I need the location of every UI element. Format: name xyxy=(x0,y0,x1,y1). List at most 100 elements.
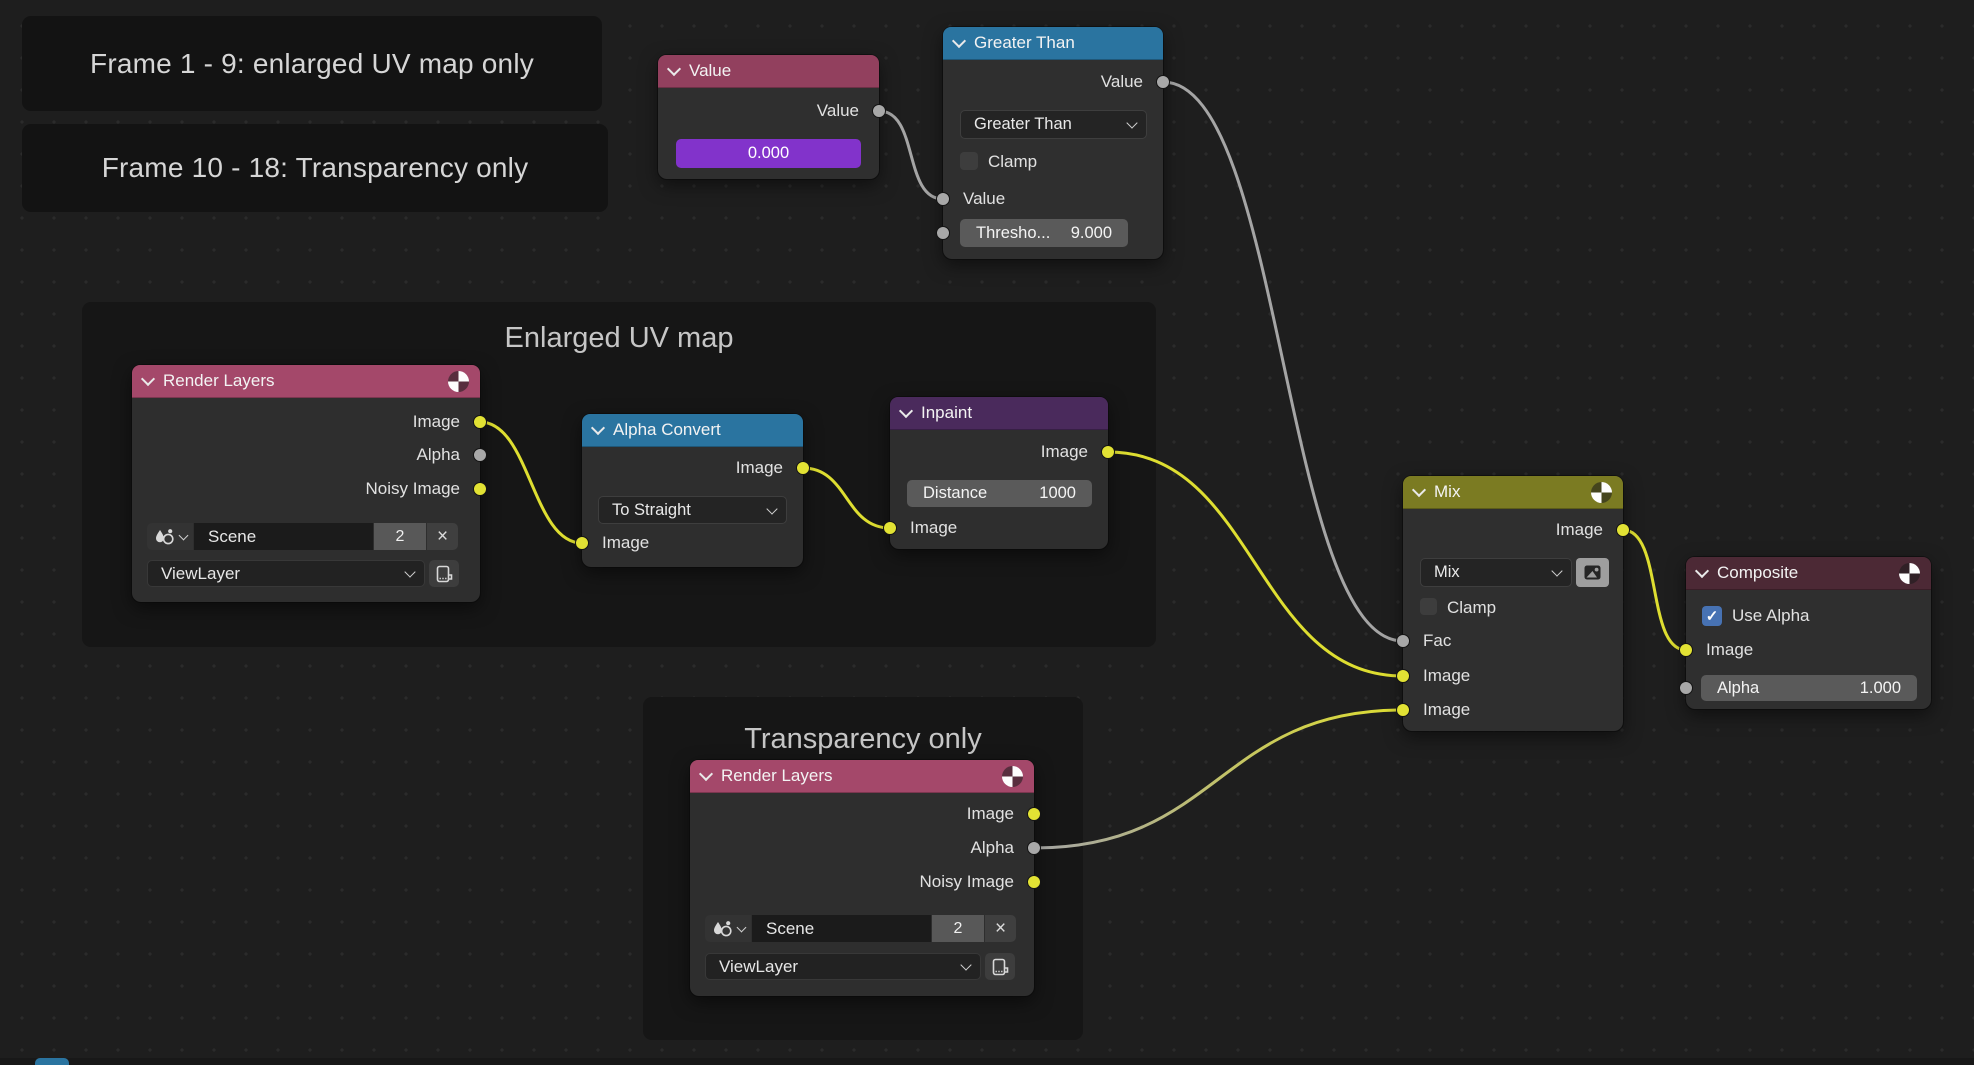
node-title: Greater Than xyxy=(974,33,1075,52)
node-title: Mix xyxy=(1434,482,1461,501)
scene-icon xyxy=(713,920,732,936)
collapse-chevron-icon[interactable] xyxy=(698,766,714,782)
node-title: Value xyxy=(689,61,732,80)
view-layer-dropdown[interactable]: ViewLayer xyxy=(705,953,981,980)
collapse-chevron-icon[interactable] xyxy=(951,33,967,49)
render-active-layer-button[interactable] xyxy=(985,953,1015,980)
scene-users-count[interactable]: 2 xyxy=(932,915,984,942)
material-preview-icon xyxy=(1591,481,1612,503)
node-value[interactable]: Value Value 0.000 xyxy=(657,54,886,180)
scene-browse-button[interactable] xyxy=(147,523,193,550)
node-inpaint[interactable]: Inpaint Image Distance 1000 Image xyxy=(883,396,1115,550)
value-input-socket[interactable] xyxy=(936,192,950,206)
blend-mode-dropdown[interactable]: Mix xyxy=(1420,558,1572,587)
collapse-chevron-icon[interactable] xyxy=(1694,563,1710,579)
mode-dropdown[interactable]: To Straight xyxy=(598,496,787,524)
chevron-down-icon xyxy=(960,959,972,971)
output-label: Noisy Image xyxy=(365,479,460,498)
alpha-output-socket[interactable] xyxy=(1027,841,1041,855)
scene-browse-button[interactable] xyxy=(705,915,751,942)
use-alpha-label: Use Alpha xyxy=(1732,606,1810,625)
image-input-socket[interactable] xyxy=(575,536,589,550)
output-label: Image xyxy=(966,804,1014,823)
image-input-socket[interactable] xyxy=(1679,643,1693,657)
wire-value-to-greaterthan xyxy=(877,109,945,201)
node-render-layers-2[interactable]: Render Layers Image Alpha Noisy Image Sc… xyxy=(689,759,1041,997)
node-mix[interactable]: Mix Image Mix Clamp Fac Image Image xyxy=(1396,475,1630,732)
node-alpha-convert[interactable]: Alpha Convert Image To Straight Image xyxy=(575,413,810,568)
clamp-checkbox[interactable] xyxy=(960,152,978,170)
image-input-socket-2[interactable] xyxy=(1396,703,1410,717)
view-layer-dropdown[interactable]: ViewLayer xyxy=(147,560,425,587)
value-output-socket[interactable] xyxy=(1156,75,1170,89)
output-label: Alpha xyxy=(416,445,460,464)
render-active-layer-button[interactable] xyxy=(429,560,459,587)
image-output-socket[interactable] xyxy=(1101,445,1115,459)
input-label: Image xyxy=(910,518,958,537)
scene-unlink-button[interactable]: × xyxy=(427,523,458,550)
output-label: Alpha xyxy=(970,838,1014,857)
output-label: Image xyxy=(735,458,783,477)
film-card-icon xyxy=(992,958,1009,975)
noisy-image-output-socket[interactable] xyxy=(473,482,487,496)
node-composite[interactable]: Composite ✓ Use Alpha Image Alpha 1.000 xyxy=(1679,556,1932,710)
alpha-input-socket[interactable] xyxy=(1679,681,1693,695)
wire-alphaconvert-to-inpaint xyxy=(801,466,892,530)
node-title: Composite xyxy=(1717,563,1799,582)
material-preview-icon xyxy=(1002,765,1023,787)
material-preview-icon xyxy=(448,370,469,392)
alpha-output-socket[interactable] xyxy=(473,448,487,462)
close-icon: × xyxy=(994,917,1007,939)
image-output-socket[interactable] xyxy=(796,461,810,475)
node-title: Inpaint xyxy=(921,403,973,422)
scene-users-count[interactable]: 2 xyxy=(374,523,426,550)
value-output-socket[interactable] xyxy=(872,104,886,118)
collapse-chevron-icon[interactable] xyxy=(590,420,606,436)
input-label: Value xyxy=(963,189,1006,208)
wire-inpaint-to-mix-image1 xyxy=(1106,450,1405,678)
operation-dropdown[interactable]: Greater Than xyxy=(960,110,1147,139)
clamp-label: Clamp xyxy=(988,152,1038,171)
image-output-socket[interactable] xyxy=(1616,523,1630,537)
output-label: Image xyxy=(412,412,460,431)
collapse-chevron-icon[interactable] xyxy=(1411,482,1427,498)
output-label: Image xyxy=(1040,442,1088,461)
note-frame-2[interactable]: Frame 10 - 18: Transparency only xyxy=(22,124,608,212)
node-render-layers-1[interactable]: Render Layers Image Alpha Noisy Image Sc… xyxy=(131,364,487,603)
image-output-socket[interactable] xyxy=(1027,807,1041,821)
note-frame-1-label: Frame 1 - 9: enlarged UV map only xyxy=(90,47,534,79)
input-label: Image xyxy=(1706,640,1754,659)
frame-enlarged-uv-map-label: Enlarged UV map xyxy=(504,322,734,354)
film-card-icon xyxy=(436,565,453,582)
collapse-chevron-icon[interactable] xyxy=(898,403,914,419)
chevron-down-icon xyxy=(1551,565,1563,577)
data-type-image-button[interactable] xyxy=(1576,558,1609,587)
value-number-field[interactable]: 0.000 xyxy=(676,139,861,168)
output-label: Noisy Image xyxy=(919,872,1014,891)
scene-name-field[interactable]: Scene xyxy=(194,523,373,550)
noisy-image-output-socket[interactable] xyxy=(1027,875,1041,889)
distance-slider[interactable]: Distance 1000 xyxy=(907,480,1092,507)
collapse-chevron-icon[interactable] xyxy=(666,61,682,77)
note-frame-2-label: Frame 10 - 18: Transparency only xyxy=(101,152,529,183)
scene-name-field[interactable]: Scene xyxy=(752,915,931,942)
image-input-socket[interactable] xyxy=(883,521,897,535)
note-frame-1[interactable]: Frame 1 - 9: enlarged UV map only xyxy=(22,16,602,111)
output-label: Image xyxy=(1555,520,1603,539)
clamp-checkbox[interactable] xyxy=(1420,598,1437,615)
image-input-socket-1[interactable] xyxy=(1396,669,1410,683)
threshold-slider[interactable]: Thresho... 9.000 xyxy=(960,219,1128,247)
image-output-socket[interactable] xyxy=(473,415,487,429)
use-alpha-checkbox[interactable]: ✓ xyxy=(1702,606,1722,626)
collapse-chevron-icon[interactable] xyxy=(140,371,156,387)
material-preview-icon xyxy=(1899,562,1920,584)
chevron-down-icon xyxy=(736,922,746,933)
input-label: Image xyxy=(1423,700,1471,719)
node-greater-than[interactable]: Greater Than Value Greater Than Clamp Va… xyxy=(936,26,1170,260)
threshold-input-socket[interactable] xyxy=(936,226,950,240)
scene-unlink-button[interactable]: × xyxy=(985,915,1016,942)
fac-input-socket[interactable] xyxy=(1396,634,1410,648)
alpha-slider[interactable]: Alpha 1.000 xyxy=(1701,675,1917,701)
output-label: Value xyxy=(816,101,859,120)
